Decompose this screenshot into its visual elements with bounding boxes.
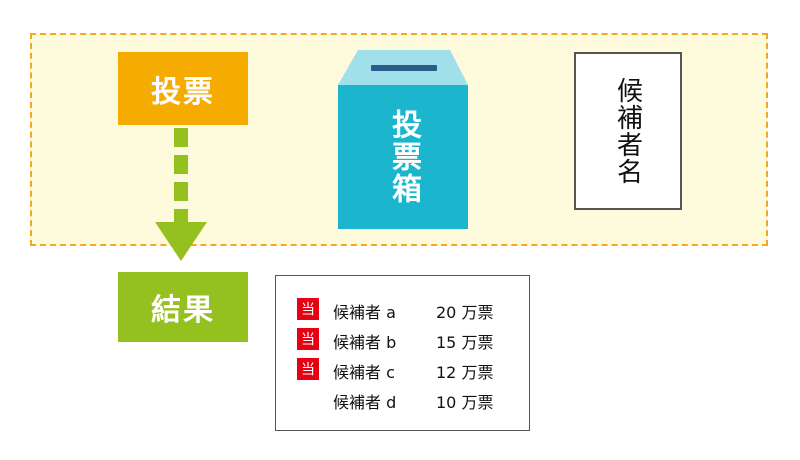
ballot-box-label-wrap: 投票箱 (338, 85, 468, 229)
election-results-panel: 当 候補者 a 20 万票 当 候補者 b 15 万票 当 候補者 c 12 万… (275, 275, 530, 431)
ballot-box-body (338, 85, 468, 229)
vote-step-box: 投票 (118, 52, 248, 125)
elected-badge: 当 (297, 298, 319, 320)
candidate-name: 候補者 d (333, 393, 397, 412)
flow-arrow-down (155, 128, 207, 261)
result-step-box: 結果 (118, 272, 248, 342)
result-row: 当 候補者 c 12 万票 (276, 358, 529, 382)
candidate-votes: 20 万票 (436, 303, 494, 322)
arrow-dash-3 (174, 182, 188, 201)
ballot-box-label: 投票箱 (386, 109, 421, 205)
ballot-slot (371, 65, 437, 71)
vote-step-label: 投票 (151, 74, 215, 110)
result-row: 当 候補者 b 15 万票 (276, 328, 529, 352)
arrow-dash-2 (174, 155, 188, 174)
arrow-dash-4 (174, 209, 188, 223)
candidate-name: 候補者 a (333, 303, 396, 322)
result-row: 当 候補者 a 20 万票 (276, 298, 529, 322)
ballot-paper-label: 候補者名 (612, 77, 643, 185)
elected-badge: 当 (297, 358, 319, 380)
elected-badge: 当 (297, 328, 319, 350)
candidate-name: 候補者 c (333, 363, 395, 382)
candidate-votes: 10 万票 (436, 393, 494, 412)
arrow-dash-1 (174, 128, 188, 147)
result-row: 候補者 d 10 万票 (276, 388, 529, 412)
result-step-label: 結果 (151, 293, 215, 328)
ballot-paper: 候補者名 (574, 52, 682, 210)
candidate-name: 候補者 b (333, 333, 397, 352)
candidate-votes: 12 万票 (436, 363, 494, 382)
candidate-votes: 15 万票 (436, 333, 494, 352)
ballot-box-icon (338, 50, 468, 229)
arrow-head (155, 222, 207, 261)
